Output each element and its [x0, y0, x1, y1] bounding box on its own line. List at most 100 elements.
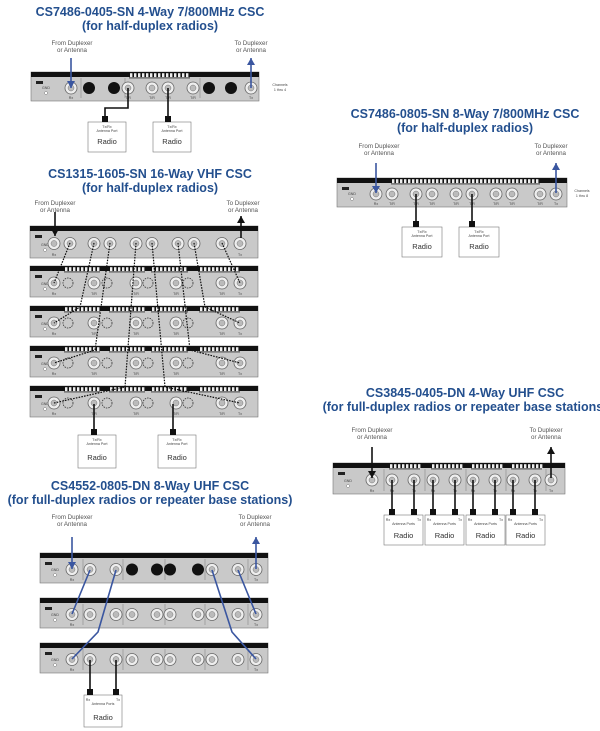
coax-port-center [128, 611, 136, 618]
vent-slot [228, 307, 231, 312]
port-label: Tx [254, 668, 258, 672]
vent-slot [528, 179, 531, 184]
vent-bar [129, 77, 190, 79]
port-label: Rx [70, 578, 75, 582]
coax-port-center [172, 359, 180, 367]
vent-slot [524, 464, 527, 469]
coax-port-center [90, 359, 98, 367]
coax-port-center [508, 190, 516, 198]
vent-slot [138, 73, 141, 78]
vent-slot [536, 179, 539, 184]
vent-slot [130, 73, 133, 78]
port-label: Rx [370, 489, 375, 493]
coax-port-center [208, 656, 216, 663]
vent-slot [500, 179, 503, 184]
vent-slot [65, 267, 68, 272]
blank-plug [151, 563, 163, 576]
radio-outline [401, 226, 443, 258]
vent-slot [408, 179, 411, 184]
vent-slot [122, 307, 125, 312]
coax-port-center [194, 611, 202, 618]
vent-slot [452, 179, 455, 184]
vent-slot [180, 347, 183, 352]
vent-slot [400, 179, 403, 184]
gnd-terminal [43, 407, 47, 411]
port-label: T/R [133, 292, 139, 296]
vent-slot [492, 464, 495, 469]
rack-top-bar [40, 553, 268, 558]
vent-slot [156, 307, 159, 312]
arrow-head [368, 471, 376, 478]
port-label: Rx [52, 412, 57, 416]
vent-slot [160, 307, 163, 312]
vent-slot [69, 347, 72, 352]
vent-slot [134, 267, 137, 272]
vent-slot [212, 347, 215, 352]
radio-rx-label: Rx [468, 518, 473, 522]
radio-rx-label: Rx [427, 518, 432, 522]
vent-slot [440, 179, 443, 184]
vent-slot [138, 307, 141, 312]
vent-slot [464, 179, 467, 184]
rack-top-bar [40, 598, 268, 603]
port-label: Tx [249, 96, 253, 100]
vent-slot [228, 267, 231, 272]
vent-slot [138, 387, 141, 392]
unused-port [142, 317, 154, 329]
radio-port-label: Antenna Port [469, 234, 490, 238]
vent-slot [89, 267, 92, 272]
vent-slot [118, 387, 121, 392]
radio-rx-connector [430, 509, 436, 515]
output-arrow [547, 447, 555, 478]
vent-slot [180, 307, 183, 312]
vent-slot [460, 464, 463, 469]
radio-tx-label: Tx [539, 518, 543, 522]
diagram-subtitle: (for half-duplex radios) [82, 181, 218, 195]
port-label: Tx [554, 202, 558, 206]
dip-switch [45, 652, 52, 655]
port-label: T/R [133, 372, 139, 376]
vent-slot [184, 267, 187, 272]
input-arrow [51, 212, 59, 236]
radio-port-label: Tx/Rx [417, 230, 427, 234]
vent-slot [212, 307, 215, 312]
vent-slot [402, 464, 405, 469]
vent-slot [392, 179, 395, 184]
coax-cable [71, 569, 117, 660]
gnd-terminal [44, 91, 48, 95]
radio-connector [413, 221, 419, 227]
coax-port-center [86, 566, 94, 573]
gnd-label: GND [41, 282, 49, 286]
vent-slot [418, 464, 421, 469]
vent-slot [89, 347, 92, 352]
radio-port-label: Antenna Port [87, 442, 108, 446]
dip-switch [35, 315, 42, 318]
vent-slot [236, 307, 239, 312]
coax-port-center [252, 611, 260, 618]
vent-slot [440, 464, 443, 469]
vent-slot [228, 347, 231, 352]
vent-slot [77, 307, 80, 312]
vent-slot [460, 179, 463, 184]
vent-slot [428, 179, 431, 184]
radio-outline [465, 514, 506, 546]
port-label: T/R [493, 202, 499, 206]
diagram-title: CS3845-0405-DN 4-Way UHF CSC [366, 386, 564, 400]
coax-cable [237, 569, 257, 615]
radio-rx-connector [87, 689, 93, 695]
vent-bar [471, 468, 502, 470]
vent-slot [118, 347, 121, 352]
dip-switch [35, 275, 42, 278]
coax-port-center [172, 279, 180, 287]
coax-port-center [492, 190, 500, 198]
blank-plug [83, 82, 95, 94]
diagram-subtitle: (for half-duplex radios) [82, 19, 218, 33]
vent-slot [178, 73, 181, 78]
vent-slot [184, 307, 187, 312]
port-label: Tx [549, 489, 553, 493]
port-label: T/R [453, 202, 459, 206]
